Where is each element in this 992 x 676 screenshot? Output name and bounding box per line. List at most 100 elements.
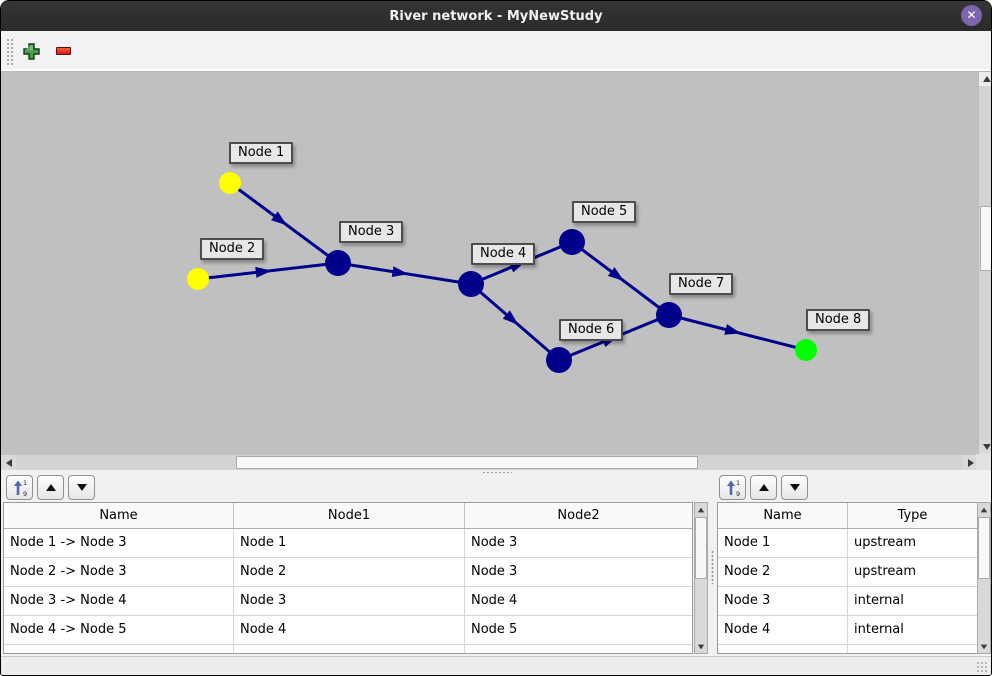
table-cell: Node 4 bbox=[471, 593, 518, 608]
vertical-splitter[interactable] bbox=[710, 475, 715, 656]
network-node-node-7[interactable] bbox=[656, 302, 682, 328]
sort-ascending-icon: 1 9 bbox=[726, 479, 740, 497]
table-row[interactable]: Node 1 upstream bbox=[718, 529, 977, 558]
edge-arrow-icon bbox=[271, 211, 288, 226]
scroll-right-button[interactable] bbox=[963, 455, 978, 470]
column-header-node1[interactable]: Node1 bbox=[234, 503, 465, 528]
sort-ascending-icon: 1 9 bbox=[13, 479, 27, 497]
node-label: Node 2 bbox=[200, 238, 265, 260]
sort-nodes-button[interactable]: 1 9 bbox=[719, 475, 746, 500]
scroll-up-button[interactable] bbox=[979, 72, 991, 86]
close-icon[interactable]: ✕ bbox=[961, 5, 982, 26]
column-header-name[interactable]: Name bbox=[4, 503, 234, 528]
table-cell: Node 1 -> Node 3 bbox=[4, 529, 234, 557]
table-cell: upstream bbox=[854, 535, 917, 550]
table-cell bbox=[848, 645, 977, 653]
scroll-down-button[interactable] bbox=[978, 640, 990, 653]
green-plus-icon bbox=[22, 42, 40, 60]
node-label: Node 7 bbox=[669, 273, 734, 295]
table-header-row: Name Type bbox=[718, 503, 977, 529]
node-label: Node 8 bbox=[806, 309, 871, 331]
table-row[interactable]: Node 2 upstream bbox=[718, 558, 977, 587]
scroll-down-button[interactable] bbox=[979, 440, 991, 454]
scrollbar-corner bbox=[976, 454, 991, 470]
node-label: Node 4 bbox=[471, 243, 536, 265]
canvas-horizontal-scrollbar[interactable] bbox=[1, 454, 978, 470]
scroll-down-button[interactable] bbox=[695, 640, 707, 653]
table-cell: Node 1 bbox=[718, 529, 848, 557]
table-cell: internal bbox=[854, 622, 904, 637]
column-header-node2[interactable]: Node2 bbox=[557, 508, 600, 523]
move-node-down-button[interactable] bbox=[781, 475, 808, 500]
network-node-node-1[interactable] bbox=[219, 172, 241, 194]
network-node-node-8[interactable] bbox=[795, 339, 817, 361]
sort-links-button[interactable]: 1 9 bbox=[6, 475, 33, 500]
resize-grip-icon[interactable] bbox=[976, 661, 989, 674]
edge-arrow-icon bbox=[502, 310, 519, 325]
move-link-up-button[interactable] bbox=[37, 475, 64, 500]
titlebar[interactable]: River network - MyNewStudy ✕ bbox=[1, 1, 991, 31]
table-row-partial bbox=[718, 645, 977, 653]
nodes-table-scrollbar[interactable] bbox=[977, 502, 991, 654]
node-label: Node 3 bbox=[339, 221, 404, 243]
edge-arrow-icon bbox=[607, 267, 624, 282]
network-node-node-5[interactable] bbox=[559, 229, 585, 255]
table-row-partial bbox=[4, 645, 692, 653]
table-cell: Node 2 bbox=[718, 558, 848, 586]
svg-text:1: 1 bbox=[736, 479, 740, 487]
triangle-up-icon bbox=[980, 507, 988, 512]
move-node-up-button[interactable] bbox=[750, 475, 777, 500]
canvas-vertical-scrollbar[interactable] bbox=[978, 72, 991, 454]
horizontal-splitter[interactable] bbox=[1, 470, 991, 475]
scroll-up-button[interactable] bbox=[695, 503, 707, 516]
table-cell: Node 3 bbox=[471, 564, 518, 579]
nodes-scrollbar-thumb[interactable] bbox=[978, 517, 990, 579]
triangle-down-icon bbox=[789, 484, 800, 491]
scroll-up-button[interactable] bbox=[978, 503, 990, 516]
triangle-up-icon bbox=[982, 76, 991, 82]
triangle-up-icon bbox=[758, 484, 769, 491]
column-header-name[interactable]: Name bbox=[718, 503, 848, 528]
network-node-node-4[interactable] bbox=[458, 271, 484, 297]
toolbar-grip-handle[interactable] bbox=[6, 38, 15, 65]
remove-node-button[interactable] bbox=[51, 39, 75, 63]
table-cell: Node 1 bbox=[234, 529, 465, 557]
triangle-down-icon bbox=[982, 444, 991, 450]
main-toolbar bbox=[1, 31, 991, 72]
edge-arrow-icon bbox=[724, 324, 742, 335]
table-cell: upstream bbox=[854, 564, 917, 579]
triangle-up-icon bbox=[45, 484, 56, 491]
node-label: Node 1 bbox=[229, 142, 294, 164]
column-header-type[interactable]: Type bbox=[897, 508, 928, 523]
table-cell: internal bbox=[854, 593, 904, 608]
network-node-node-2[interactable] bbox=[187, 268, 209, 290]
edge-arrow-icon bbox=[391, 266, 409, 278]
vertical-scrollbar-thumb[interactable] bbox=[980, 206, 991, 271]
window-title: River network - MyNewStudy bbox=[389, 8, 603, 24]
links-table-scrollbar[interactable] bbox=[694, 502, 708, 654]
horizontal-scrollbar-thumb[interactable] bbox=[236, 456, 698, 469]
add-node-button[interactable] bbox=[19, 39, 43, 63]
table-cell bbox=[718, 645, 848, 653]
triangle-down-icon bbox=[980, 644, 988, 649]
svg-text:9: 9 bbox=[736, 490, 740, 497]
network-node-node-3[interactable] bbox=[325, 250, 351, 276]
table-cell bbox=[234, 645, 465, 653]
scroll-left-button[interactable] bbox=[1, 455, 16, 470]
table-cell: Node 2 -> Node 3 bbox=[4, 558, 234, 586]
splitter-dots-icon bbox=[711, 550, 714, 584]
links-scrollbar-thumb[interactable] bbox=[695, 517, 707, 579]
network-node-node-6[interactable] bbox=[546, 347, 572, 373]
move-link-down-button[interactable] bbox=[68, 475, 95, 500]
